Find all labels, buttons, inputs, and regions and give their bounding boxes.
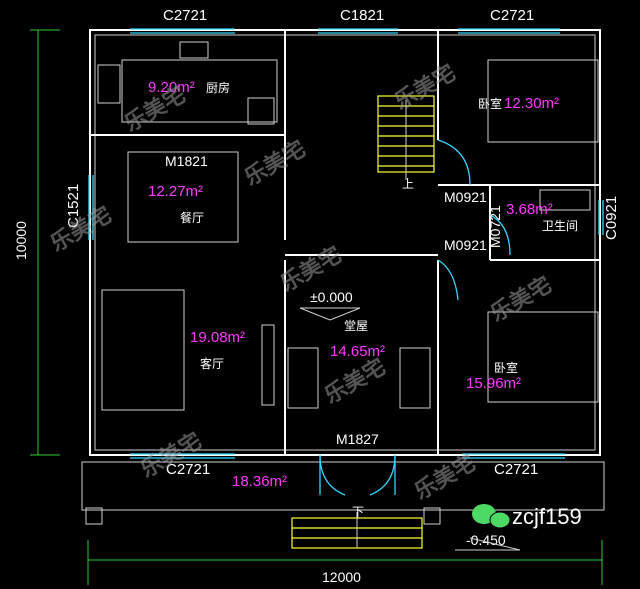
room-labels: 9.20m² 厨房 12.27m² 餐厅 19.08m² 客厅 堂屋 14.65…: [148, 79, 578, 490]
window-label-left: C1521: [65, 184, 82, 228]
watermark: 乐美宅: [240, 136, 310, 192]
stair-down-label: 下: [352, 505, 364, 519]
window-label-right: C0921: [603, 196, 620, 240]
room-name-hall: 堂屋: [344, 319, 368, 333]
room-name-bedroom-top: 卧室: [478, 96, 502, 111]
porch-area: 18.36m²: [232, 473, 287, 490]
watermarks: 乐美宅 乐美宅 乐美宅 乐美宅 乐美宅 乐美宅 乐美宅 乐美宅 乐美宅: [46, 60, 556, 506]
room-area-hall: 14.65m²: [330, 343, 385, 360]
room-area-bedroom-bottom: 15.96m²: [466, 375, 521, 392]
room-name-living: 客厅: [200, 356, 224, 371]
room-name-kitchen: 厨房: [206, 80, 230, 95]
door-label-dining: M1821: [165, 153, 208, 169]
stair-down: [291, 512, 423, 549]
door-label-bedroom-top: M0921: [444, 189, 487, 205]
wechat-id: zcjf159: [512, 504, 582, 529]
room-area-bathroom: 3.68m²: [506, 201, 553, 218]
door-labels: M1821 M0921 M0721 M0921 M1827: [165, 153, 503, 447]
room-area-dining: 12.27m²: [148, 183, 203, 200]
dimension-lines: [30, 29, 603, 585]
walls: [81, 29, 605, 511]
stair-up: [377, 95, 435, 180]
floor-level: ±0.000: [310, 289, 353, 305]
wechat-badge: zcjf159: [472, 504, 582, 529]
level-marks: ±0.000 -0.450 上 下: [299, 177, 521, 551]
room-area-bedroom-top: 12.30m²: [504, 95, 559, 112]
door-label-bathroom: M0721: [487, 205, 503, 248]
room-area-kitchen: 9.20m²: [148, 79, 195, 96]
window-labels: C2721 C1821 C2721 C1521 C0921 C2721 C272…: [65, 7, 620, 478]
furniture: [85, 41, 599, 525]
watermark: 乐美宅: [320, 354, 390, 410]
door-label-main: M1827: [336, 431, 379, 447]
window-label-bottom-right: C2721: [494, 461, 538, 478]
windows: [88, 28, 604, 459]
window-label-bottom-left: C2721: [166, 461, 210, 478]
room-name-bathroom: 卫生间: [542, 219, 578, 233]
door-label-bedroom-bottom: M0921: [444, 237, 487, 253]
room-name-bedroom-bottom: 卧室: [494, 360, 518, 375]
room-name-dining: 餐厅: [180, 210, 204, 225]
watermark: 乐美宅: [410, 450, 480, 506]
door-swings: [319, 139, 511, 496]
dimension-width: 12000: [322, 569, 361, 585]
window-label-top-left: C2721: [163, 7, 207, 24]
room-area-living: 19.08m²: [190, 329, 245, 346]
dimension-depth: 10000: [13, 221, 29, 260]
watermark: 乐美宅: [486, 272, 556, 328]
window-label-top-center: C1821: [340, 7, 384, 24]
stair-up-label: 上: [402, 177, 414, 191]
watermark: 乐美宅: [390, 60, 460, 116]
window-label-top-right: C2721: [490, 7, 534, 24]
